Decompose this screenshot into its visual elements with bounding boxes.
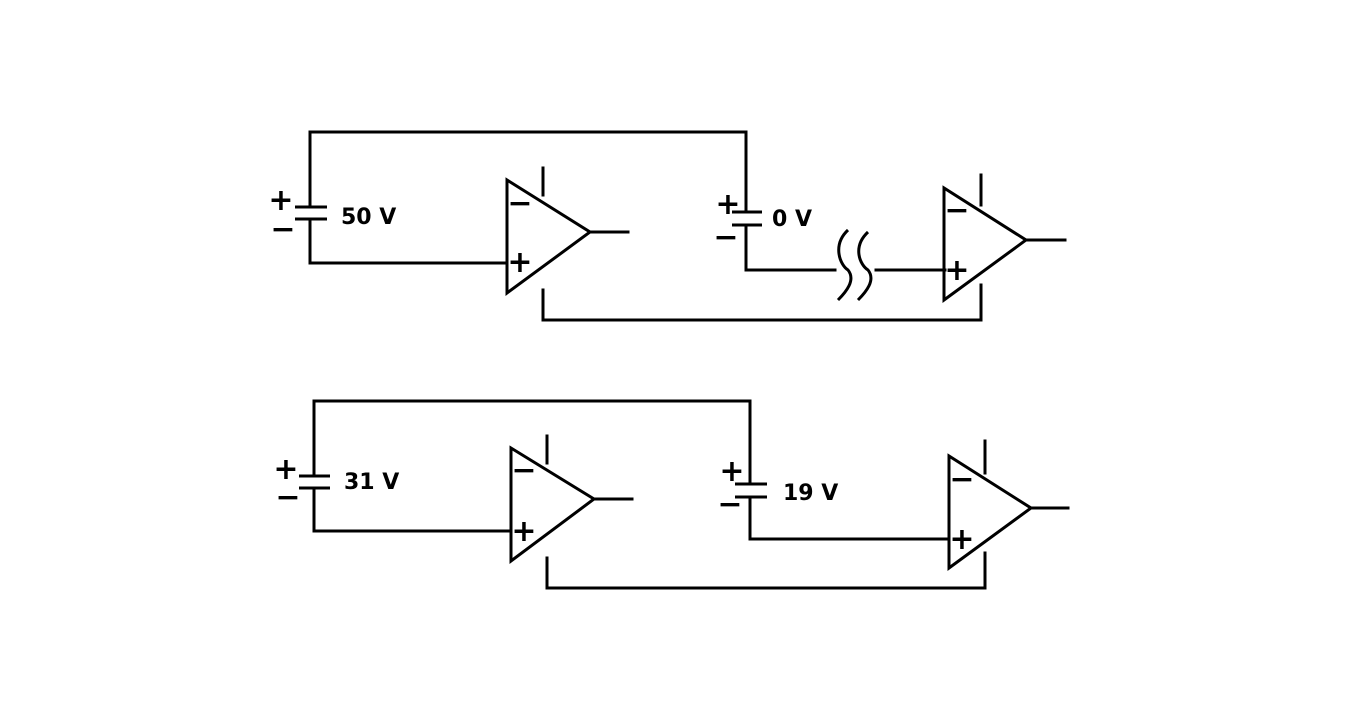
- op-amp-minus-input: −: [511, 453, 536, 488]
- battery-upper: + − 50 V: [268, 183, 396, 247]
- source-voltage-label: 31 V: [344, 470, 399, 495]
- capacitor-minus-sign: −: [717, 487, 742, 522]
- op-amp-minus-input: −: [944, 193, 969, 228]
- capacitor-upper: + − 0 V: [713, 187, 812, 255]
- wires-lower: [312, 399, 1070, 590]
- circuit-lower: + − 31 V + − 19 V − + − +: [273, 399, 1070, 590]
- op-amp-lower-right: − +: [947, 453, 1034, 571]
- capacitor-voltage-label: 19 V: [783, 481, 838, 506]
- battery-minus-sign: −: [275, 480, 300, 515]
- capacitor-plus-sign: +: [719, 454, 744, 489]
- op-amp-plus-input: +: [949, 522, 974, 557]
- wire-break-symbol: [836, 228, 873, 302]
- wires-upper: [308, 130, 1067, 322]
- op-amp-plus-input: +: [507, 245, 532, 280]
- circuit-upper: + − 50 V + − 0 V − + − +: [268, 130, 1067, 322]
- op-amp-minus-input: −: [949, 462, 974, 497]
- capacitor-minus-sign: −: [713, 220, 738, 255]
- source-voltage-label: 50 V: [341, 205, 396, 230]
- op-amp-lower-left: − +: [509, 445, 597, 564]
- op-amp-plus-input: +: [511, 514, 536, 549]
- battery-lower: + − 31 V: [273, 452, 399, 515]
- op-amp-upper-left: − +: [505, 177, 593, 296]
- battery-plus-sign: +: [273, 452, 298, 487]
- op-amp-plus-input: +: [944, 253, 969, 288]
- op-amp-upper-right: − +: [942, 185, 1029, 303]
- capacitor-plus-sign: +: [715, 187, 740, 222]
- op-amp-minus-input: −: [507, 186, 532, 221]
- battery-minus-sign: −: [270, 212, 295, 247]
- capacitor-lower: + − 19 V: [717, 454, 838, 522]
- battery-plus-sign: +: [268, 183, 293, 218]
- capacitor-voltage-label: 0 V: [772, 207, 812, 232]
